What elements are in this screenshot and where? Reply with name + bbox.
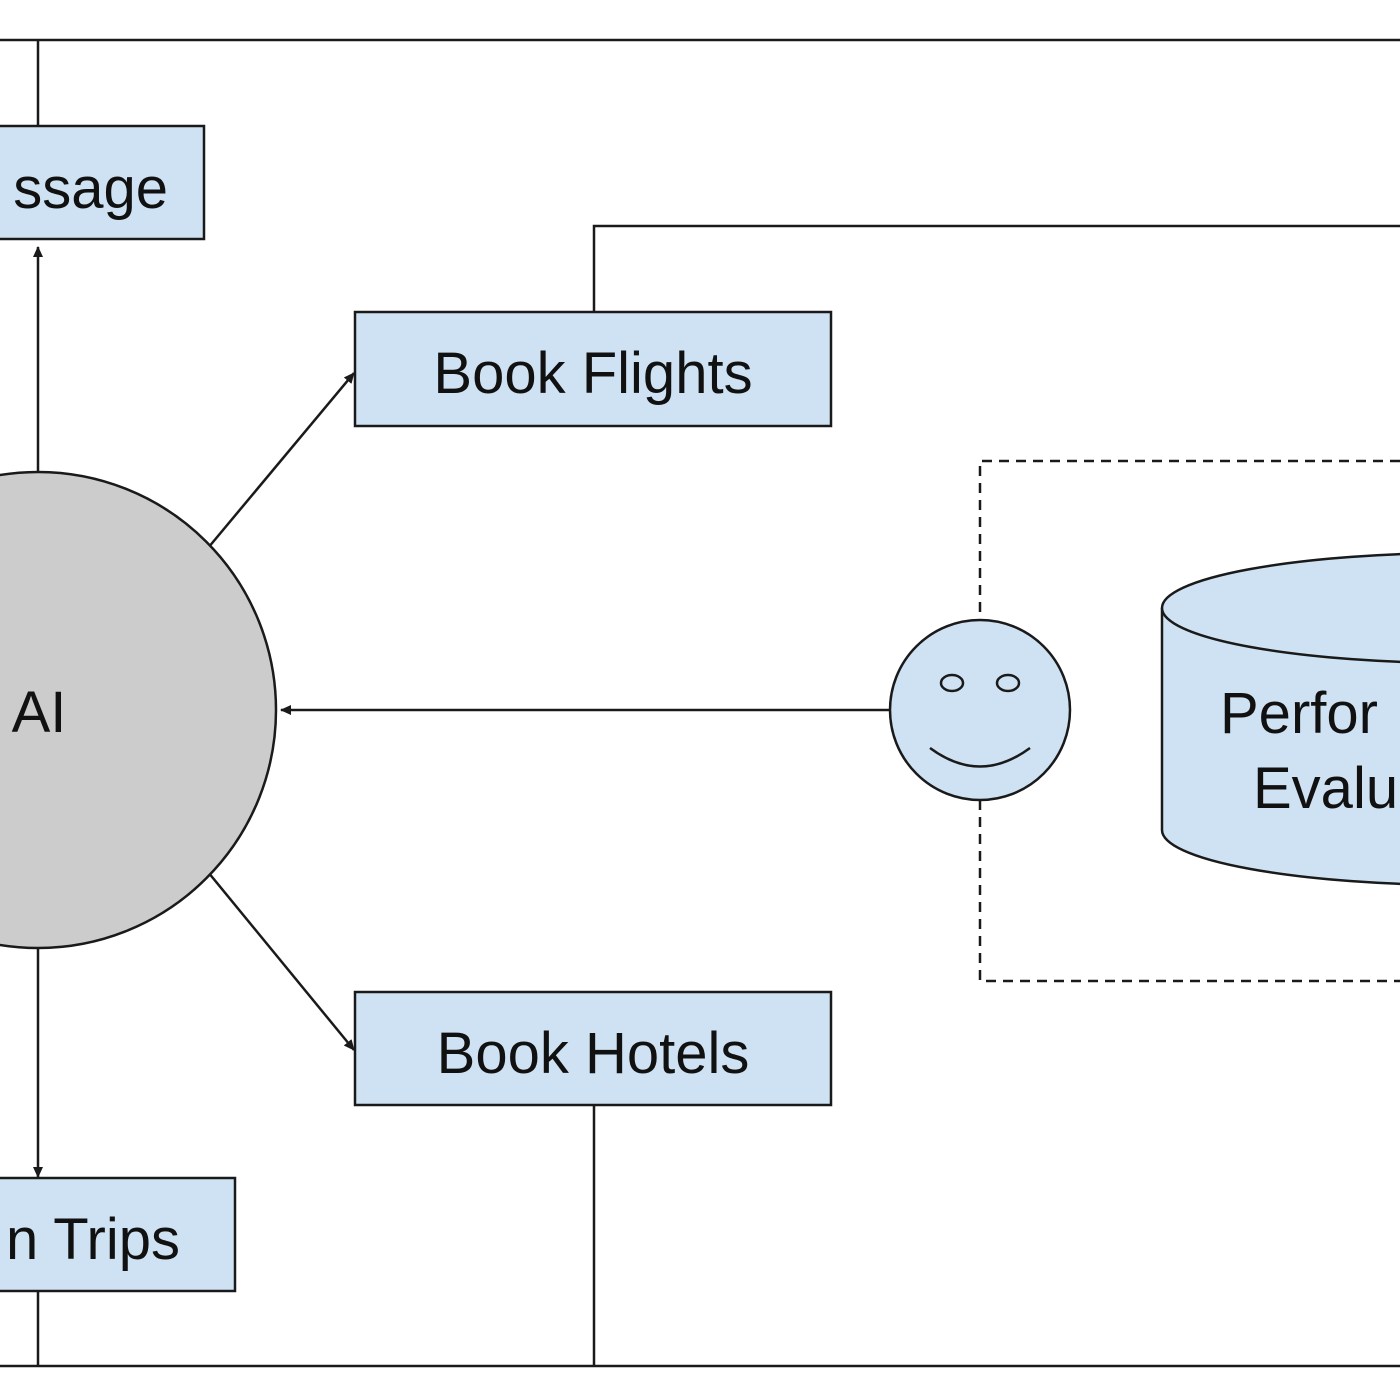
trips-node: n Trips bbox=[0, 1176, 237, 1293]
evaluation-label-line1: Perfor bbox=[1220, 681, 1378, 746]
book-flights-node: Book Flights bbox=[353, 310, 833, 428]
evaluation-label-line2: Evalu bbox=[1253, 756, 1398, 821]
message-label: ssage bbox=[13, 156, 168, 221]
agent-node: AI bbox=[0, 470, 278, 950]
book-hotels-label: Book Hotels bbox=[437, 1021, 750, 1086]
flights-connector bbox=[592, 224, 1400, 312]
trips-label: n Trips bbox=[6, 1207, 180, 1272]
arrow-to-flights bbox=[207, 372, 355, 549]
cylinder-icon: Perfor Evalu bbox=[1160, 552, 1400, 886]
evaluation-group-boundary bbox=[978, 459, 1400, 983]
agent-label: AI bbox=[12, 680, 67, 745]
arrow-to-hotels bbox=[207, 871, 355, 1051]
smiley-face-icon bbox=[888, 618, 1072, 802]
book-flights-label: Book Flights bbox=[433, 341, 752, 406]
message-node: ssage bbox=[0, 124, 206, 241]
book-hotels-node: Book Hotels bbox=[353, 990, 833, 1107]
